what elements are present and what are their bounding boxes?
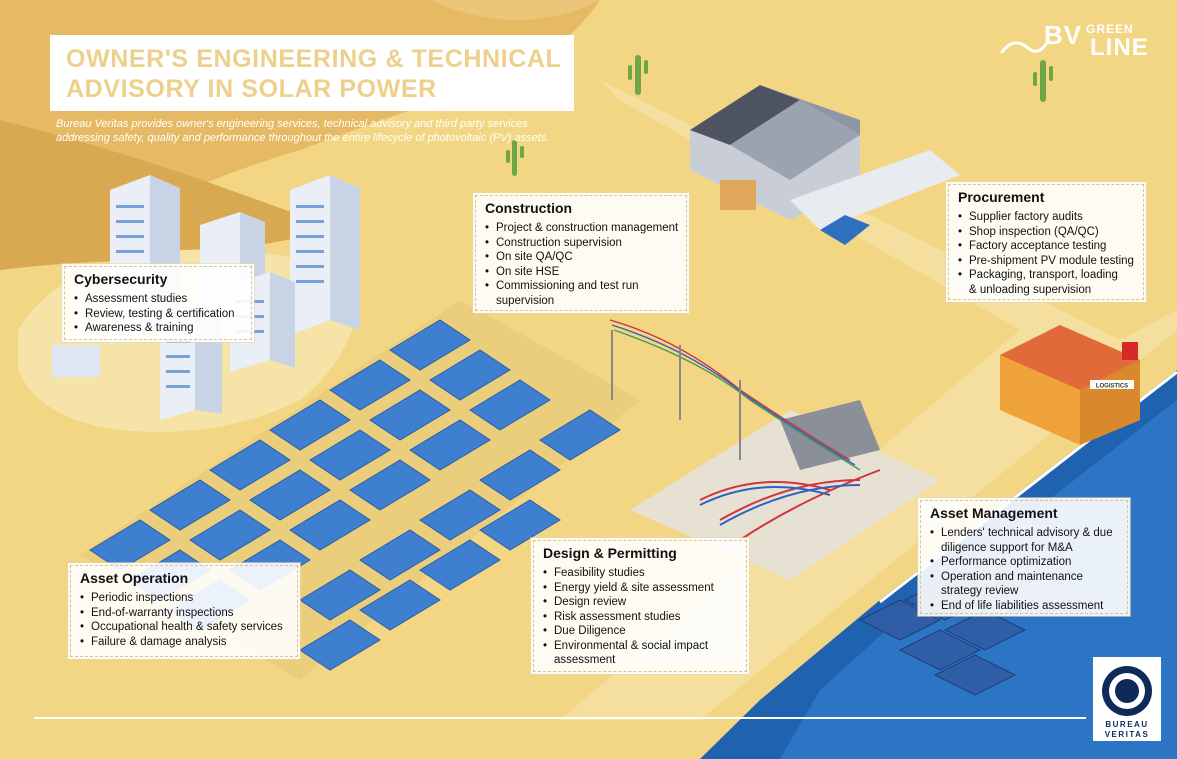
list-item: Supplier factory audits — [958, 210, 1136, 225]
brand-green: GREEN — [1086, 22, 1134, 36]
brand-line: LINE — [1090, 34, 1149, 61]
card-asset-operation: Asset Operation Periodic inspections End… — [68, 563, 300, 659]
list-item: Pre-shipment PV module testing — [958, 254, 1136, 269]
card-construction: Construction Project & construction mana… — [473, 193, 689, 313]
list-item: End of life liabilities assessment — [930, 599, 1120, 614]
list-item-continuation: & unloading supervision — [969, 283, 1092, 296]
page-title-line-2: ADVISORY IN SOLAR POWER — [66, 75, 437, 103]
page-subtitle: Bureau Veritas provides owner's engineer… — [56, 117, 636, 145]
list-item: Failure & damage analysis — [80, 635, 290, 650]
cacti — [506, 55, 1053, 176]
title-box: OWNER'S ENGINEERING & TECHNICAL ADVISORY… — [50, 35, 574, 111]
bv-green-line-logo: BV GREEN LINE — [1000, 18, 1160, 64]
card-procurement: Procurement Supplier factory audits Shop… — [946, 182, 1146, 302]
seal-label-bottom: VERITAS — [1104, 730, 1150, 739]
list-item: Occupational health & safety services — [80, 620, 290, 635]
subtitle-line-1: Bureau Veritas provides owner's engineer… — [56, 118, 528, 130]
list-item: Lenders' technical advisory & due — [930, 526, 1120, 541]
list-item: Commissioning and test run — [485, 279, 679, 294]
card-title: Cybersecurity — [74, 271, 168, 287]
substation — [630, 400, 940, 580]
list-item-continuation: diligence support for M&A — [941, 541, 1073, 554]
list-item: Project & construction management — [485, 221, 679, 236]
card-title: Asset Operation — [80, 570, 189, 586]
list-item: Packaging, transport, loading — [958, 268, 1136, 283]
card-design-permitting: Design & Permitting Feasibility studies … — [531, 538, 749, 674]
list-item: Factory acceptance testing — [958, 239, 1136, 254]
brand-bv: BV — [1044, 20, 1083, 50]
list-item: Assessment studies — [74, 292, 244, 307]
seal-label-top: BUREAU — [1105, 720, 1149, 729]
list-item: Due Diligence — [543, 624, 739, 639]
list-item-continuation: supervision — [496, 294, 555, 307]
bottom-divider — [34, 717, 1086, 719]
list-item: Energy yield & site assessment — [543, 581, 739, 596]
list-item: Design review — [543, 595, 739, 610]
list-item: Periodic inspections — [80, 591, 290, 606]
list-item: On site QA/QC — [485, 250, 679, 265]
list-item: Feasibility studies — [543, 566, 739, 581]
card-list: Supplier factory audits Shop inspection … — [958, 210, 1136, 297]
list-item: Shop inspection (QA/QC) — [958, 225, 1136, 240]
card-list: Project & construction management Constr… — [485, 221, 679, 308]
card-title: Construction — [485, 200, 573, 216]
list-item: Risk assessment studies — [543, 610, 739, 625]
list-item-continuation: assessment — [554, 654, 616, 666]
list-item: Environmental & social impact — [543, 639, 739, 654]
card-list: Lenders' technical advisory & due dilige… — [930, 526, 1120, 613]
list-item-continuation: strategy review — [941, 585, 1019, 597]
card-title: Asset Management — [930, 505, 1058, 521]
card-asset-management: Asset Management Lenders' technical advi… — [918, 498, 1130, 616]
card-title: Procurement — [958, 189, 1045, 205]
list-item: Operation and maintenance — [930, 570, 1120, 585]
seal-emblem-icon — [1102, 666, 1152, 716]
list-item: End-of-warranty inspections — [80, 606, 290, 621]
list-item: On site HSE — [485, 265, 679, 280]
subtitle-line-2: addressing safety, quality and performan… — [56, 132, 550, 144]
power-lines — [609, 319, 861, 471]
card-list: Periodic inspections End-of-warranty ins… — [80, 591, 290, 649]
list-item: Performance optimization — [930, 555, 1120, 570]
list-item: Construction supervision — [485, 236, 679, 251]
card-list: Assessment studies Review, testing & cer… — [74, 292, 244, 336]
warehouse-sign: LOGISTICS — [1096, 384, 1128, 390]
logistics-warehouse: LOGISTICS — [1000, 325, 1140, 445]
factory — [690, 85, 960, 245]
swoosh-icon — [1000, 41, 1048, 54]
bureau-veritas-seal: BUREAU VERITAS — [1093, 657, 1161, 741]
page-title-line-1: OWNER'S ENGINEERING & TECHNICAL — [66, 45, 562, 73]
card-title: Design & Permitting — [543, 545, 677, 561]
list-item: Awareness & training — [74, 321, 244, 336]
card-list: Feasibility studies Energy yield & site … — [543, 566, 739, 668]
list-item: Review, testing & certification — [74, 307, 244, 322]
card-cybersecurity: Cybersecurity Assessment studies Review,… — [62, 264, 254, 342]
